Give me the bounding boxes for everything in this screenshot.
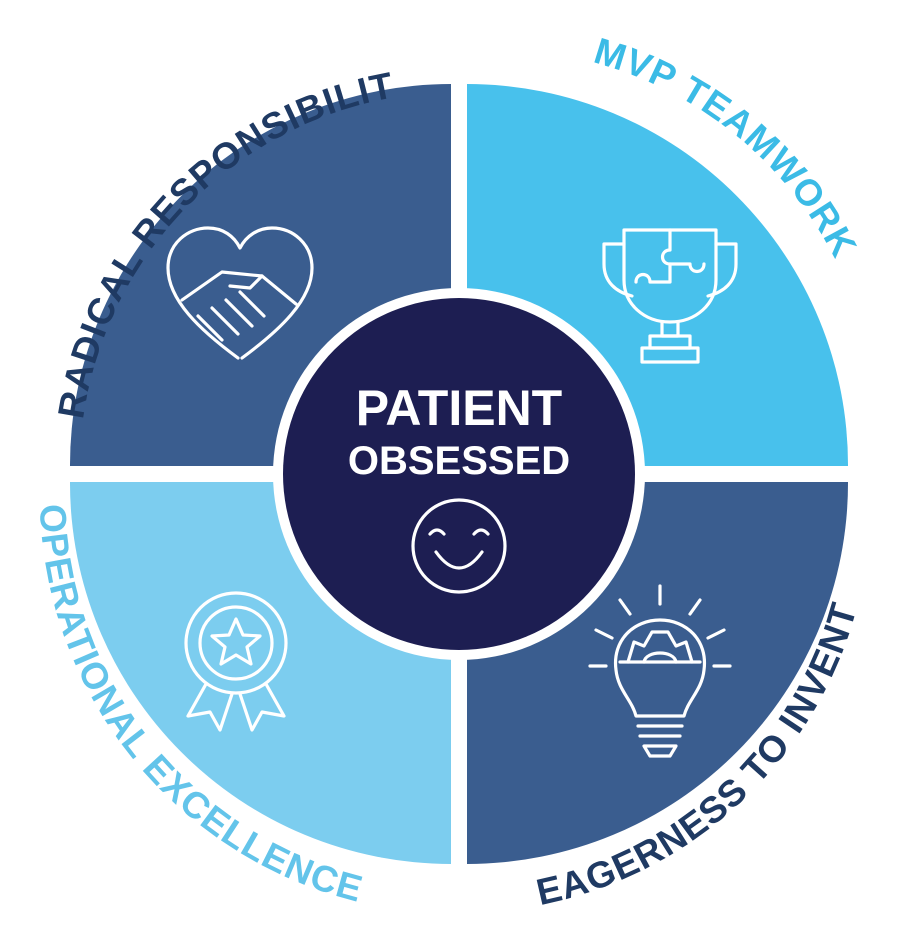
smiley-face-icon <box>411 498 507 594</box>
center-title-line1: PATIENT <box>356 380 562 436</box>
center-disc <box>283 298 635 650</box>
center-title-line2: OBSESSED <box>348 439 570 483</box>
star-medal-icon <box>184 591 288 732</box>
handshake-heart-icon <box>166 226 314 360</box>
puzzle-trophy-icon <box>602 228 738 364</box>
lightbulb-gear-icon <box>588 584 732 758</box>
